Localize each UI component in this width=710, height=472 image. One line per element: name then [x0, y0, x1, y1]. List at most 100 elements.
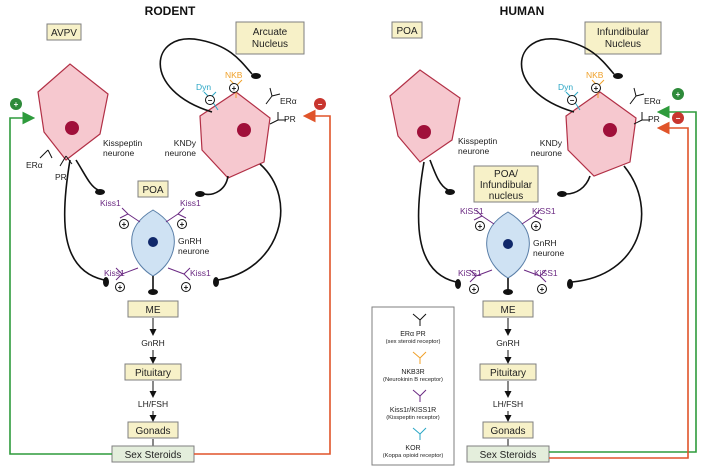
human-dyn-minus-icon: [567, 95, 577, 105]
human-pituitary-label: Pituitary: [490, 368, 526, 379]
rodent-pituitary-label: Pituitary: [135, 368, 171, 379]
human-poa-inf-1: POA/: [494, 169, 518, 180]
rodent-gnrh-nucleus: [148, 237, 158, 247]
rodent-era-receptor-icon: [39, 149, 53, 159]
human-kndy-label-1: KNDy: [540, 138, 563, 148]
rodent-nkb-plus-sign: +: [232, 84, 237, 93]
rodent-dyn-label: Dyn: [196, 82, 211, 92]
rodent-kiss1-bl: Kiss1: [104, 268, 125, 278]
human-dyn-label: Dyn: [558, 82, 573, 92]
legend-item1-1: ERα PR: [400, 331, 425, 338]
human-kiss1-br: KiSS1: [534, 268, 558, 278]
human-kndy-gnrh-terminal: [567, 279, 573, 289]
rodent-kndy-autoloop: [159, 38, 253, 113]
human-kiss-poa-terminal: [445, 189, 455, 195]
rodent-kiss1-tr: Kiss1: [180, 198, 201, 208]
rodent-positive-feedback-icon: [10, 98, 22, 110]
legend-item2-1: NKB3R: [401, 369, 424, 376]
human-me-box: [482, 300, 534, 318]
human-nkb-label: NKB: [586, 70, 604, 80]
legend: ERα PR (sex steroid receptor) NKB3R (Neu…: [371, 306, 455, 466]
avpv-box: [46, 23, 82, 41]
rodent-kisspeptin-neurone: [37, 63, 109, 161]
rodent-kiss1r-tr-icon: [165, 207, 187, 223]
human-gonads-box: [482, 421, 534, 439]
human-kiss-gnrh-axon: [417, 161, 457, 283]
rodent-panel: RODENT AVPV Arcuate Nucleus Kisspeptin n…: [9, 4, 331, 463]
legend-item3-2: (Kisspeptin receptor): [386, 415, 440, 421]
rodent-kiss-neurone-label-1: Kisspeptin: [103, 138, 142, 148]
human-kiss1-bl-plus-icon: [469, 284, 479, 294]
human-kiss1-tl-plus-icon: [475, 221, 485, 231]
human-kndy-nucleus: [603, 123, 617, 137]
rodent-dyn-minus-sign: −: [208, 96, 213, 105]
human-poa-inf-3: nucleus: [489, 191, 523, 202]
human-kndy-autoloop: [520, 38, 615, 113]
rodent-me-label: ME: [146, 305, 161, 316]
rodent-era-label: ERα: [26, 160, 43, 170]
rodent-pr-label: PR: [55, 172, 67, 182]
human-kndy-pr-receptor-icon: [633, 112, 650, 125]
human-lhfsh: LH/FSH: [493, 399, 523, 409]
rodent-title: RODENT: [145, 4, 196, 18]
human-positive-sign: +: [676, 90, 681, 99]
rodent-lhfsh: LH/FSH: [138, 399, 168, 409]
rodent-kiss1-tl: Kiss1: [100, 198, 121, 208]
rodent-kiss1-bl-plus-icon: [115, 282, 125, 292]
human-gnrh-nucleus: [503, 239, 513, 249]
human-nkb-plus-sign: +: [594, 84, 599, 93]
rodent-kiss-gnrh-terminal: [103, 277, 109, 287]
human-gnrh-hormone: GnRH: [496, 338, 520, 348]
rodent-gnrh-label-1: GnRH: [178, 236, 202, 246]
human-kisspeptin-neurone: [389, 69, 461, 163]
rodent-kiss1-br: Kiss1: [190, 268, 211, 278]
rodent-negative-feedback-icon: [314, 98, 326, 110]
human-kiss1-tl: KiSS1: [460, 206, 484, 216]
legend-sex-receptor-icon: [412, 313, 427, 326]
rodent-kndy-era-label: ERα: [280, 96, 297, 106]
rodent-pituitary-box: [124, 363, 182, 381]
rodent-nkb-plus-icon: [229, 83, 239, 93]
human-kiss1-tr-plus: +: [534, 222, 539, 231]
rodent-kndy-label-1: KNDy: [174, 138, 197, 148]
avpv-label: AVPV: [51, 28, 77, 39]
legend-kiss1r-icon: [412, 389, 427, 402]
rodent-kndy-poa-axon: [203, 175, 229, 196]
rodent-kndy-label-2: neurone: [165, 148, 196, 158]
rodent-kiss1-br-plus-icon: [181, 282, 191, 292]
human-kiss-poa-axon: [429, 159, 449, 191]
human-kndy-neurone: [565, 91, 637, 177]
rodent-dyn-minus-icon: [205, 95, 215, 105]
human-sex-steroids-box: [466, 445, 550, 463]
human-kiss1r-bl-icon: [469, 269, 493, 283]
arcuate-label-2: Nucleus: [252, 39, 288, 50]
rodent-kiss-gnrh-axon: [63, 159, 105, 281]
human-kisspeptin-nucleus: [417, 125, 431, 139]
arcuate-label-1: Arcuate: [253, 27, 288, 38]
human-kiss1-tl-plus: +: [478, 222, 483, 231]
rodent-kiss1r-bl-icon: [115, 267, 139, 281]
rodent-me-box: [127, 300, 179, 318]
human-gnrh-label-2: neurone: [533, 248, 564, 258]
rodent-loop-terminal: [251, 73, 261, 79]
human-loop-terminal: [613, 73, 623, 79]
human-negative-sign: −: [676, 114, 681, 123]
rodent-kndy-poa-terminal: [195, 191, 205, 197]
human-kiss1-br-plus-icon: [537, 284, 547, 294]
rodent-kndy-nucleus: [237, 123, 251, 137]
rodent-kiss1r-tl-icon: [119, 207, 141, 223]
human-kiss-neurone-label-1: Kisspeptin: [458, 136, 497, 146]
rodent-gonads-label: Gonads: [135, 426, 170, 437]
human-pituitary-box: [479, 363, 537, 381]
legend-nkb3r-icon: [412, 351, 427, 364]
human-kndy-poa-axon: [565, 175, 591, 195]
rodent-nkb-label: NKB: [225, 70, 243, 80]
rodent-poa-box: [137, 180, 169, 198]
legend-item2-2: (Neurokinin B receptor): [383, 377, 443, 383]
rodent-positive-sign: +: [14, 100, 19, 109]
human-kiss1r-br-icon: [523, 269, 547, 283]
human-infund-label-2: Nucleus: [605, 39, 641, 50]
rodent-kndy-pr-receptor-icon: [269, 112, 286, 125]
human-poa-inf-2: Infundibular: [480, 180, 533, 191]
human-panel: HUMAN POA Infundibular Nucleus Kisspepti…: [389, 4, 697, 463]
